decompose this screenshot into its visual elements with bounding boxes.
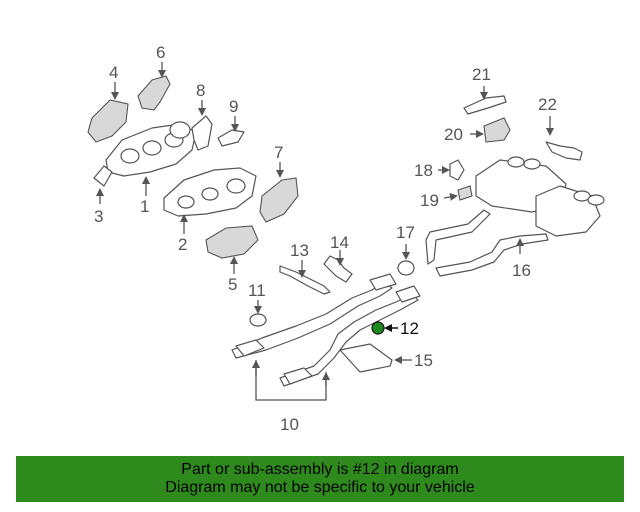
callout-17: 17 [396, 223, 415, 242]
callout-1: 1 [140, 197, 149, 216]
part-19-rubber-mount[interactable] [443, 185, 473, 201]
part-12-gasket[interactable] [371, 321, 398, 335]
callout-10: 10 [280, 415, 299, 434]
part-4-heat-shield[interactable] [87, 82, 129, 143]
notice-banner: Part or sub-assembly is #12 in diagram D… [16, 456, 624, 502]
callout-15: 15 [414, 351, 433, 370]
part-21-bracket[interactable] [463, 86, 507, 115]
part-5-heat-shield[interactable] [205, 225, 259, 274]
part-2-exhaust-manifold[interactable] [163, 167, 257, 234]
part-11-clamp[interactable] [249, 300, 267, 327]
part-15-heat-shield[interactable] [339, 343, 412, 373]
part-6-heat-shield[interactable] [137, 62, 171, 111]
part-1-exhaust-manifold[interactable] [105, 121, 197, 196]
callout-14: 14 [330, 233, 349, 252]
callout-11: 11 [248, 281, 266, 300]
part-16-muffler-assembly[interactable] [425, 156, 605, 277]
part-7-heat-shield[interactable] [259, 162, 299, 223]
callout-20: 20 [444, 125, 463, 144]
callout-16: 16 [512, 261, 531, 280]
banner-line-2: Diagram may not be specific to your vehi… [165, 479, 475, 496]
part-13-hanger[interactable] [279, 260, 331, 295]
part-14-hanger[interactable] [323, 250, 353, 283]
callout-19: 19 [420, 191, 439, 210]
part-17-clamp[interactable] [397, 244, 415, 276]
callout-22: 22 [538, 95, 557, 114]
callout-3: 3 [94, 207, 103, 226]
part-8-bracket[interactable] [191, 100, 213, 151]
part-20-bracket[interactable] [470, 117, 511, 143]
callout-6: 6 [156, 43, 165, 62]
callout-2: 2 [178, 235, 187, 254]
banner-line-1: Part or sub-assembly is #12 in diagram [181, 461, 459, 478]
part-10-front-pipes[interactable] [231, 273, 421, 401]
callout-4: 4 [109, 63, 118, 82]
callout-7: 7 [274, 143, 283, 162]
part-9-bracket[interactable] [217, 116, 245, 147]
callout-9: 9 [229, 97, 238, 116]
callout-5: 5 [228, 275, 237, 294]
callout-8: 8 [196, 81, 205, 100]
callout-18: 18 [414, 161, 433, 180]
part-3-gasket[interactable] [93, 165, 113, 204]
part-22-hanger-bracket[interactable] [545, 116, 583, 161]
callout-21: 21 [472, 65, 491, 84]
callout-12: 12 [400, 319, 419, 338]
part-18-hanger[interactable] [438, 159, 465, 181]
callout-13: 13 [290, 241, 309, 260]
